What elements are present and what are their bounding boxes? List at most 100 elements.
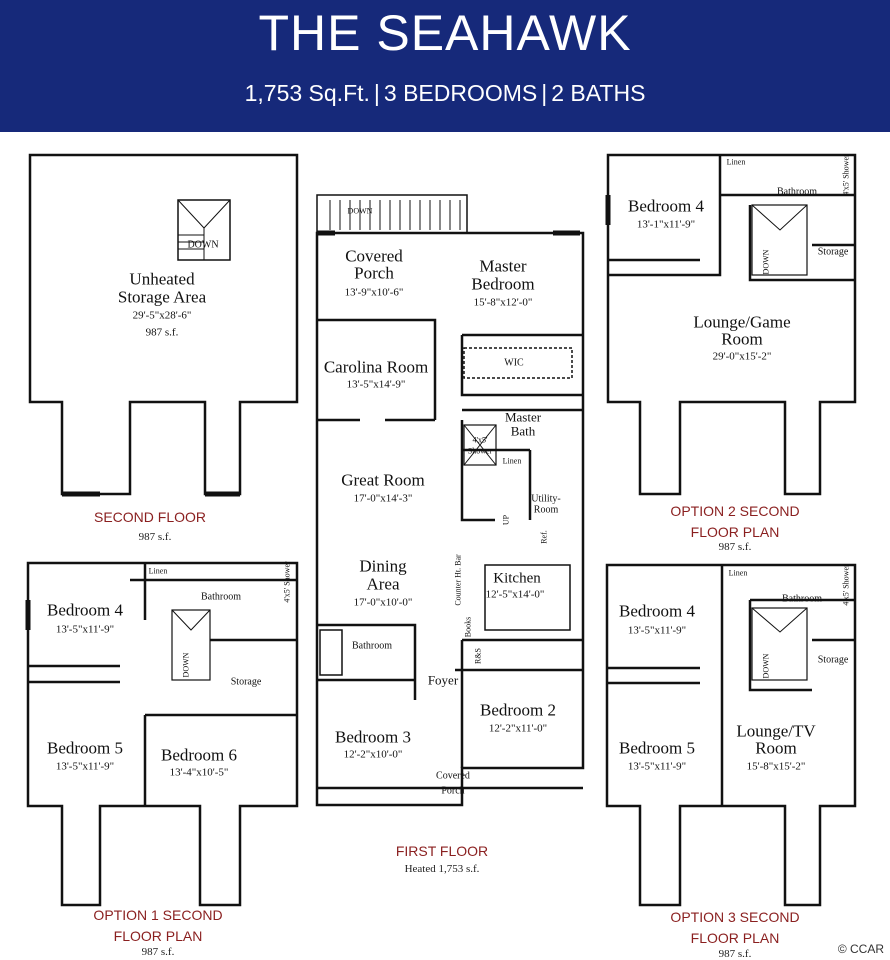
room-dimensions: 17'-0"x10'-0" (353, 596, 413, 609)
room-dimensions: 12'-2"x10'-0" (343, 748, 403, 761)
shower-size: 4'x5' (472, 435, 488, 445)
room-name: Lounge/TV (736, 721, 816, 741)
option-3-outline (605, 563, 857, 907)
room-name: WIC (504, 357, 524, 369)
room-name: Bedroom 4 (618, 601, 696, 621)
room-dimensions: 15'-8"x15'-2" (746, 760, 806, 773)
caption-area: 987 s.f. (718, 948, 752, 960)
room-name: Bathroom (782, 593, 822, 605)
caption-area: Heated 1,753 s.f. (404, 863, 480, 875)
room-dimensions: 15'-8"x12'-0" (473, 296, 533, 309)
room-name: Carolina Room (323, 357, 429, 377)
shower-label: Shower (467, 446, 493, 456)
room-name: Lounge/Game (693, 312, 791, 332)
plan-title: THE SEAHAWK (258, 5, 632, 61)
room-dimensions: 13'-5"x11'-9" (55, 760, 115, 773)
room-name: Bedroom 6 (160, 745, 238, 765)
room-name: Storage (230, 676, 262, 688)
plan-summary: 1,753 Sq.Ft.|3 BEDROOMS|2 BATHS (0, 80, 890, 107)
room-dimensions: 12'-2"x11'-0" (488, 722, 548, 735)
refrigerator-label: Ref. (539, 530, 549, 544)
room-name: Kitchen (493, 570, 541, 587)
rs-label: R&S (473, 647, 483, 665)
shower-label: 4'x5' Shower (841, 564, 851, 606)
copyright-watermark: © CCAR (837, 942, 884, 956)
room-dimensions: 12'-5"x14'-0" (485, 588, 545, 601)
room-name: Porch (354, 263, 394, 283)
room-dimensions: 13'-5"x11'-9" (627, 760, 687, 773)
caption-second-floor: SECOND FLOOR (93, 509, 207, 525)
books-label: Books (463, 616, 473, 638)
room-name: Bedroom 4 (46, 600, 124, 620)
room-name: Room (755, 738, 797, 758)
room-dimensions: 29'-0"x15'-2" (712, 350, 772, 363)
linen-label: Linen (726, 157, 746, 167)
option-2-outline (605, 153, 857, 496)
separator: | (373, 80, 380, 106)
second-floor-outline (28, 153, 299, 497)
shower-label: 4'x5' Shower (841, 154, 851, 196)
room-dimensions: 13'-5"x14'-9" (346, 378, 406, 391)
room-dimensions: 29'-5"x28'-6" (132, 309, 192, 322)
caption-option-2: FLOOR PLAN (690, 524, 780, 540)
stair-down-label: DOWN (761, 249, 771, 275)
stair-up-label: UP (501, 514, 511, 526)
room-name: Bedroom 2 (479, 700, 557, 720)
room-dimensions: 13'-9"x10'-6" (344, 286, 404, 299)
room-dimensions: 13'-4"x10'-5" (169, 766, 229, 779)
option-1-outline (25, 561, 299, 907)
counter-bar-label: Counter Ht. Bar (453, 554, 463, 606)
room-name: Bathroom (201, 591, 241, 603)
room-name: Bedroom 3 (334, 727, 412, 747)
stair-down-label: DOWN (761, 653, 771, 679)
stair-down-label: DOWN (181, 652, 191, 678)
linen-label: Linen (502, 456, 522, 466)
room-name: Foyer (427, 672, 459, 688)
room-name: Great Room (341, 470, 425, 490)
room-name: Porch (441, 785, 465, 797)
room-name: Dining (359, 556, 407, 576)
bath-count: 2 BATHS (551, 80, 646, 106)
room-name: Master (479, 256, 527, 276)
linen-label: Linen (148, 566, 168, 576)
caption-option-2: OPTION 2 SECOND (670, 503, 800, 519)
room-name: Storage (817, 246, 849, 258)
room-name: Utility- (531, 493, 561, 505)
stair-down-label: DOWN (347, 206, 373, 216)
caption-area: 987 s.f. (718, 541, 752, 553)
room-name: Bedroom 5 (618, 738, 696, 758)
caption-option-1: FLOOR PLAN (113, 928, 203, 944)
room-name: Covered (436, 770, 470, 782)
first-floor-outline (315, 194, 585, 807)
room-dimensions: 13'-1"x11'-9" (636, 218, 696, 231)
shower-label: 4'x5' Shower (282, 561, 292, 603)
caption-option-3: OPTION 3 SECOND (670, 909, 800, 925)
room-name: Area (366, 574, 400, 594)
separator: | (541, 80, 548, 106)
room-name: Covered (345, 246, 403, 266)
room-name: Room (533, 504, 559, 516)
room-name: Bedroom 4 (627, 196, 705, 216)
room-name: Bath (510, 423, 536, 439)
stair-down-label: DOWN (187, 239, 219, 251)
bedroom-count: 3 BEDROOMS (383, 80, 538, 106)
room-dimensions: 17'-0"x14'-3" (353, 492, 413, 505)
caption-first-floor: FIRST FLOOR (395, 843, 489, 859)
room-name: Bedroom (471, 274, 535, 294)
room-area: 987 s.f. (145, 326, 179, 339)
caption-option-1: OPTION 1 SECOND (93, 907, 223, 923)
room-name: Room (721, 329, 763, 349)
room-dimensions: 13'-5"x11'-9" (627, 624, 687, 637)
room-name: Bedroom 5 (46, 738, 124, 758)
square-footage: 1,753 Sq.Ft. (244, 80, 370, 106)
room-name: Storage Area (117, 287, 207, 307)
room-name: Storage (817, 654, 849, 666)
caption-option-3: FLOOR PLAN (690, 930, 780, 946)
room-name: Master (504, 409, 542, 425)
header-banner (0, 0, 890, 132)
room-name: Unheated (129, 269, 195, 289)
room-name: Bathroom (352, 640, 392, 652)
caption-area: 987 s.f. (138, 531, 172, 543)
